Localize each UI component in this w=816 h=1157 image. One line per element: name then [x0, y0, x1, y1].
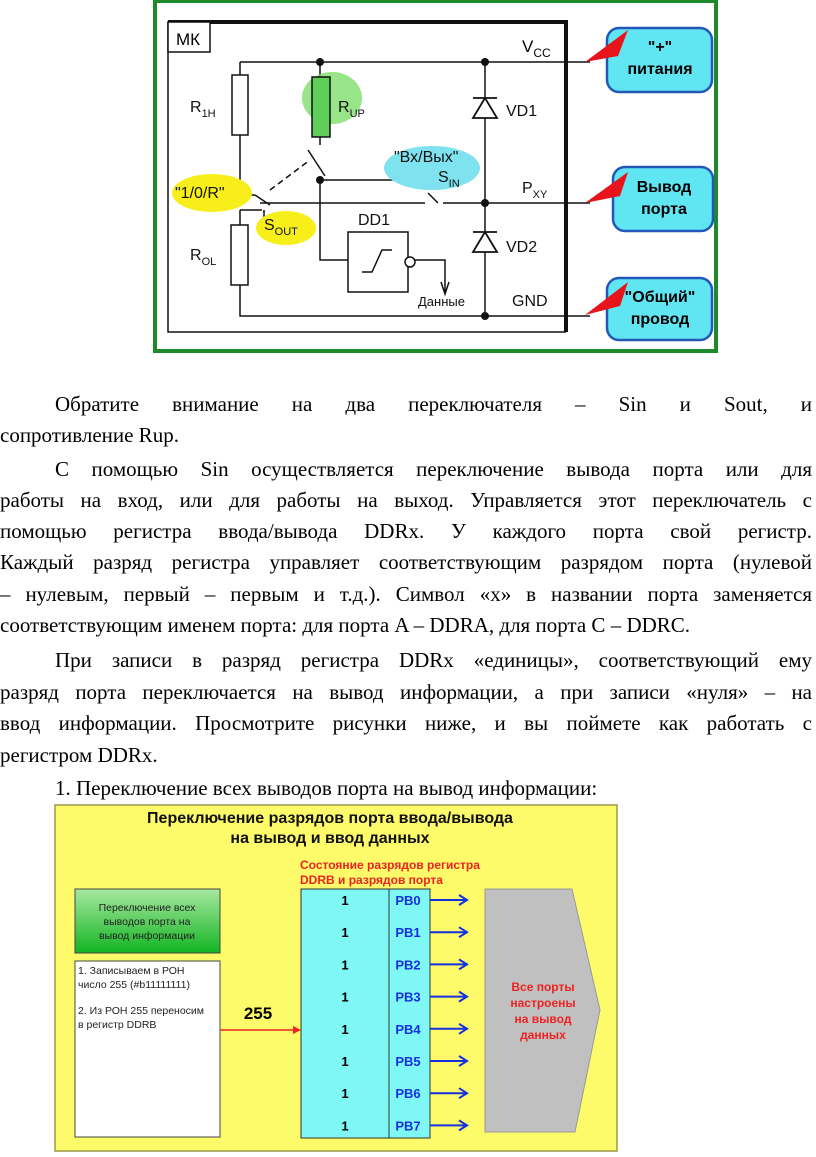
vd2-diode-icon: [471, 230, 499, 253]
red-arrow-icon: [293, 1026, 301, 1034]
rol-resistor: [230, 224, 249, 286]
svg-text:VCC: VCC: [522, 37, 551, 60]
text-line: С помощью Sin осуществляется переключени…: [55, 457, 812, 481]
svg-text:"1/0/R": "1/0/R": [175, 185, 225, 202]
output-arrow-icon: [430, 926, 469, 939]
svg-text:питания: питания: [627, 61, 692, 78]
bit-value: 1: [341, 1054, 348, 1069]
text-line: сопротивление Rup.: [0, 423, 179, 447]
text-line: регистром DDRx.: [0, 743, 158, 767]
svg-text:провод: провод: [631, 311, 690, 328]
bit-value: 1: [341, 925, 348, 940]
text-line: – нулевым, первый – первым и т.д.). Симв…: [0, 582, 812, 606]
svg-text:в регистр DDRB: в регистр DDRB: [78, 1019, 156, 1031]
ddrb-register: [300, 888, 431, 1139]
svg-text:R1H: R1H: [190, 99, 216, 120]
bit-value: 1: [341, 957, 348, 972]
svg-text:RUP: RUP: [338, 99, 365, 120]
bit-value: 1: [341, 1086, 348, 1101]
data-arrow-icon: [440, 281, 450, 297]
svg-text:выводов порта на: выводов порта на: [104, 916, 191, 928]
svg-text:порта: порта: [641, 201, 687, 218]
dd1-schmitt-trigger: [347, 231, 409, 293]
svg-text:Переключение всех: Переключение всех: [99, 902, 197, 914]
svg-text:настроены: настроены: [510, 996, 575, 1010]
ddr-diagram: Переключение разрядов порта ввода/вывода…: [54, 804, 618, 1152]
output-arrow-icon: [430, 1087, 469, 1100]
output-arrow-icon: [430, 1055, 469, 1067]
svg-text:Данные: Данные: [418, 294, 465, 309]
svg-text:"Вх/Вых": "Вх/Вых": [394, 149, 458, 166]
text-line: Обратите внимание на два переключателя –…: [55, 392, 812, 416]
green-label-box: [74, 888, 221, 954]
diagram-title: на вывод и ввод данных: [230, 830, 429, 847]
output-arrow-icon: [430, 990, 469, 1003]
pin-label: PB2: [395, 957, 420, 972]
callout-power: "+" питания: [585, 26, 714, 94]
svg-text:Все порты: Все порты: [511, 980, 574, 994]
svg-text:Вывод: Вывод: [637, 179, 692, 196]
text-line: соответствующим именем порта: для порта …: [0, 613, 691, 637]
svg-text:Состояние разрядов регистра: Состояние разрядов регистра: [300, 858, 480, 872]
callout-ground: "Общий" провод: [585, 276, 714, 342]
text-line: 1. Переключение всех выводов порта на вы…: [55, 776, 598, 800]
svg-text:VD2: VD2: [506, 239, 537, 256]
pin-label: PB3: [395, 990, 420, 1005]
svg-text:данных: данных: [520, 1028, 566, 1042]
svg-text:SOUT: SOUT: [264, 217, 298, 238]
svg-text:2. Из РОН 255 переносим: 2. Из РОН 255 переносим: [78, 1005, 204, 1017]
output-arrow-icon: [430, 1119, 469, 1132]
r1h-resistor: [231, 74, 249, 136]
text-line: ввод информации. Просмотрите рисунки ниж…: [0, 711, 812, 735]
svg-text:"Общий": "Общий": [625, 289, 696, 306]
pin-label: PB7: [395, 1118, 420, 1133]
result-shape: [484, 888, 601, 1133]
mk-label: МК: [176, 30, 200, 49]
bit-value: 1: [341, 1022, 348, 1037]
text-line: помощью регистра ввода/вывода DDRx. У ка…: [0, 519, 812, 543]
svg-text:GND: GND: [512, 293, 548, 310]
svg-text:вывод информации: вывод информации: [99, 930, 195, 942]
bit-value: 1: [341, 893, 348, 908]
diagram-title: Переключение разрядов порта ввода/вывода: [147, 810, 513, 827]
steps-box: [74, 960, 221, 1138]
bit-value: 1: [341, 990, 348, 1005]
pin-label: PB6: [395, 1086, 420, 1101]
output-arrow-icon: [430, 958, 469, 971]
svg-text:SIN: SIN: [438, 169, 460, 190]
callout-port-pin: Вывод порта: [585, 165, 715, 233]
pin-label: PB5: [395, 1054, 420, 1069]
bit-value: 1: [341, 1118, 348, 1133]
text-line: Каждый разряд регистра управляет соответ…: [0, 550, 812, 574]
text-line: При записи в разряд регистра DDRx «едини…: [55, 648, 812, 672]
svg-text:DD1: DD1: [358, 212, 390, 229]
port-circuit-diagram: МК VCC R1H RUP VD1 "Вх/Вых" SIN PXY "1/0…: [153, 0, 718, 353]
svg-text:на вывод: на вывод: [515, 1012, 572, 1026]
text-line: разряд порта переключается на вывод инфо…: [0, 680, 812, 704]
svg-text:PXY: PXY: [522, 180, 548, 201]
svg-text:"+": "+": [648, 39, 673, 56]
pin-label: PB0: [395, 893, 420, 908]
output-arrow-icon: [430, 1022, 469, 1035]
svg-text:число 255 (#b11111111): число 255 (#b11111111): [78, 979, 190, 991]
pin-label: PB1: [395, 925, 420, 940]
text-line: работы на вход, или для работы на выход.…: [0, 488, 812, 512]
rup-resistor: [311, 76, 331, 138]
value-label: 255: [244, 1004, 272, 1023]
vd1-diode-icon: [471, 96, 499, 119]
svg-text:VD1: VD1: [506, 103, 537, 120]
output-arrow-icon: [430, 894, 469, 906]
pin-label: PB4: [395, 1022, 421, 1037]
svg-text:ROL: ROL: [190, 247, 216, 268]
svg-text:1. Записываем в РОН: 1. Записываем в РОН: [78, 965, 185, 977]
svg-text:DDRB и разрядов порта: DDRB и разрядов порта: [300, 873, 443, 887]
